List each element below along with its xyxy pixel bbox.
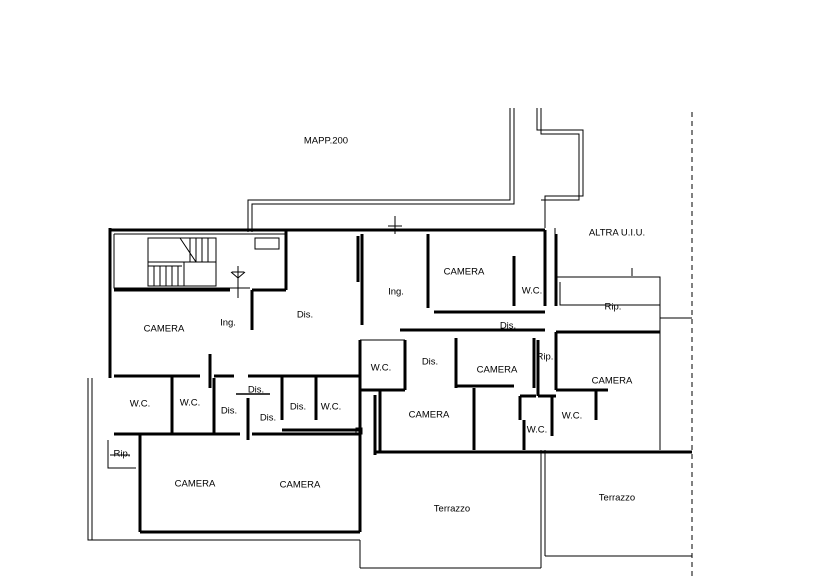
room-wc-left-1: W.C. [129, 398, 151, 410]
terrace-left: Terrazzo [433, 503, 471, 515]
room-camera-left: CAMERA [143, 323, 185, 335]
boundary-lines [247, 108, 693, 580]
terrace-right: Terrazzo [598, 492, 636, 504]
room-camera-bottom-mid: CAMERA [279, 479, 321, 491]
room-camera-lower-mid: CAMERA [408, 409, 450, 421]
room-camera-right: CAMERA [591, 375, 633, 387]
room-dis-small-4: Dis. [259, 412, 277, 424]
room-camera-mid: CAMERA [476, 364, 518, 376]
room-ing-left: Ing. [220, 317, 236, 329]
room-rip-right: Rip. [604, 301, 622, 313]
room-camera-top-mid: CAMERA [443, 266, 485, 278]
room-wc-right-small: W.C. [561, 410, 583, 422]
room-dis-small-1: Dis. [247, 384, 265, 396]
plot-label: MAPP.200 [303, 135, 349, 147]
interior-walls [114, 230, 660, 452]
room-rip-mid: Rip. [536, 351, 554, 363]
room-dis-mid: Dis. [421, 356, 439, 368]
room-wc-left-2: W.C. [179, 397, 201, 409]
other-unit-label: ALTRA U.I.U. [588, 227, 646, 239]
room-ing-center: Ing. [388, 286, 404, 298]
room-dis-upper: Dis. [296, 309, 314, 321]
room-dis-small-2: Dis. [220, 405, 238, 417]
room-wc-right-lower: W.C. [526, 424, 548, 436]
room-rip-left: Rip. [113, 448, 131, 460]
room-wc-center-left: W.C. [320, 401, 342, 413]
exterior-walls [87, 228, 692, 569]
room-dis-center-right: Dis. [499, 320, 517, 332]
room-dis-small-3: Dis. [289, 401, 307, 413]
room-camera-bottom-left: CAMERA [174, 478, 216, 490]
room-wc-mid: W.C. [370, 362, 392, 374]
room-wc-top: W.C. [521, 285, 543, 297]
details [107, 216, 633, 469]
staircase [147, 237, 280, 298]
